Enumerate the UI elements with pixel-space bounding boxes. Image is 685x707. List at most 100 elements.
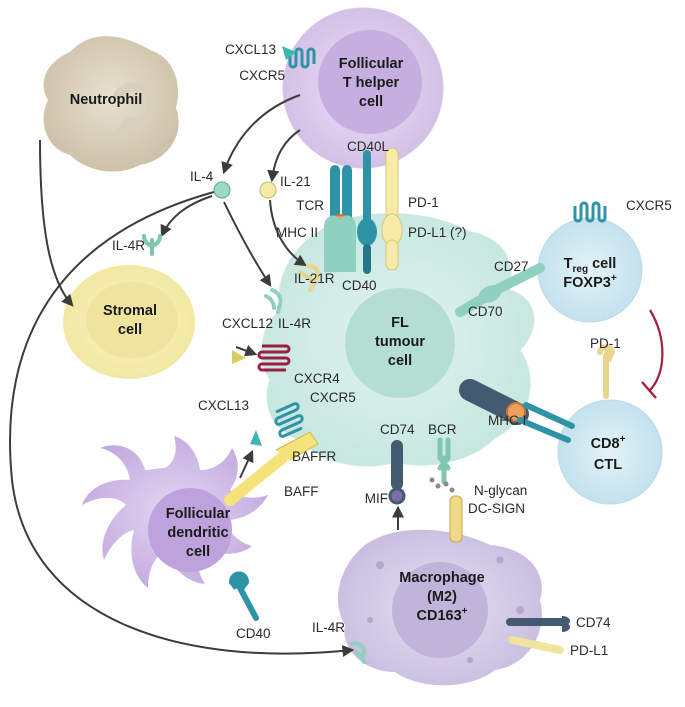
pdl1-mac-receptor	[508, 636, 564, 654]
fl-label-3: cell	[388, 353, 412, 369]
treg-label-line1: Treg cell	[564, 256, 617, 275]
mhc1-tcr-complex	[459, 379, 575, 443]
tfh-label-2: T helper	[343, 75, 400, 91]
arrow-il4-to-il4r-stromal	[160, 195, 213, 238]
dcsign-molecule	[449, 495, 463, 543]
glycan-dot-4	[449, 487, 455, 493]
arrow-il4-to-il4r-macrophage	[9, 191, 355, 657]
follicular-dendritic-cell: Follicular dendritic cell	[82, 436, 268, 588]
inhibition-bar	[641, 381, 657, 399]
cd40-fdc-receptor	[228, 571, 259, 621]
inhibition-treg-to-cd8	[649, 309, 664, 391]
label-mhc2: MHC II	[276, 225, 318, 240]
macrophage-granule-2	[496, 556, 504, 564]
cd8-plus: +	[620, 434, 626, 445]
cxcl13-fdc-ligand	[250, 430, 262, 446]
neutrophil: Neutrophil	[43, 36, 179, 172]
arrow-tfh-to-il21	[267, 129, 301, 183]
labels: CXCL13 CXCR5 CD40L IL-4 IL-21 TCR MHC II…	[112, 42, 672, 658]
fdc-nucleus	[148, 488, 232, 572]
cd40-bar	[363, 244, 371, 274]
tcr-mhc2-complex	[324, 165, 356, 272]
label-il4r-mac: IL-4R	[312, 620, 345, 635]
nglycan-dcsign	[429, 477, 463, 543]
label-cd40l: CD40L	[347, 139, 390, 154]
macrophage: Macrophage (M2) CD163+	[337, 529, 542, 686]
baff-baffr-complex	[224, 431, 319, 506]
arrow-il4-to-il4r-fl	[223, 201, 272, 288]
pdl1-bar	[385, 239, 399, 271]
label-cxcr5-fl: CXCR5	[310, 390, 356, 405]
cd74-mac-head	[562, 616, 570, 632]
arrow-tfh-to-il4	[221, 94, 301, 175]
fl-label-2: tumour	[375, 334, 425, 350]
cxcr4-receptor	[257, 344, 291, 372]
label-cxcr5-treg: CXCR5	[626, 198, 672, 213]
cxcr5-treg-receptor	[573, 201, 607, 223]
label-cd40-fdc: CD40	[236, 626, 271, 641]
neutrophil-membrane	[43, 36, 179, 172]
treg-cell: Treg cell FOXP3+	[537, 217, 643, 323]
tcr-bar-1	[330, 165, 340, 225]
cxcl13-tfh-ligand	[282, 46, 296, 60]
il4r-stromal-receptor	[142, 234, 162, 256]
tfh-cell: Follicular T helper cell	[282, 7, 444, 169]
arrow-cxcl12-to-fl	[235, 345, 258, 357]
label-dcsign: DC-SIGN	[468, 501, 525, 516]
treg-sub: reg	[573, 264, 589, 275]
il4r-mac-receptor	[350, 641, 367, 664]
label-cxcr4: CXCR4	[294, 371, 340, 386]
mif-molecule	[388, 487, 406, 505]
label-cxcr5-top: CXCR5	[239, 68, 285, 83]
fdc-label-2: dendritic	[167, 525, 228, 541]
antigen-peptide-mhc1	[506, 402, 526, 422]
treg-foxp3-plus: +	[611, 273, 617, 284]
bcr-receptor	[437, 437, 451, 485]
label-pd1-top: PD-1	[408, 195, 439, 210]
stromal-cell-nucleus	[86, 282, 178, 358]
cxcr5-fl-receptor	[274, 402, 304, 438]
macrophage-label-3: CD163+	[417, 606, 468, 624]
cd163-plus: +	[462, 606, 468, 617]
stromal-label-1: Stromal	[103, 303, 157, 319]
macrophage-granule-1	[376, 561, 384, 569]
label-cxcl12: CXCL12	[222, 316, 273, 331]
fl-tumour-cell: FL tumour cell	[261, 213, 535, 467]
cd163-text: CD163	[417, 608, 462, 624]
arrow-il21-to-il21r	[269, 199, 308, 267]
label-bcr: BCR	[428, 422, 457, 437]
baff-ligand	[224, 452, 288, 506]
cd27-cd70-complex	[455, 263, 545, 317]
pd1-cd8-receptor	[597, 344, 616, 399]
cd27-bar	[491, 263, 545, 295]
label-nglycan: N-glycan	[474, 483, 527, 498]
label-cd70: CD70	[468, 304, 503, 319]
neutrophil-label: Neutrophil	[70, 92, 143, 108]
treg-t: T	[564, 256, 573, 272]
cd74-mif-complex	[388, 440, 406, 505]
stromal-cell: Stromal cell	[63, 265, 195, 379]
label-pd1-cd8: PD-1	[590, 336, 621, 351]
label-baffr: BAFFR	[292, 449, 337, 464]
ctl-label: CTL	[594, 457, 622, 473]
glycan-dot-3	[443, 481, 449, 487]
il21-molecule	[259, 181, 277, 199]
il21r-receptor	[298, 264, 320, 292]
cd8-ctl-membrane	[557, 399, 663, 505]
label-cxcl13-top: CXCL13	[225, 42, 276, 57]
label-il21: IL-21	[280, 174, 311, 189]
arrow-neutrophil-to-stromal	[39, 139, 74, 307]
cd70-bar	[455, 293, 489, 317]
macrophage-nucleus	[392, 562, 488, 658]
label-cd40: CD40	[342, 278, 377, 293]
label-cd74-top: CD74	[380, 422, 415, 437]
cd8-label-line1: CD8+	[591, 434, 626, 452]
il4-molecule	[213, 181, 231, 199]
label-tcr: TCR	[296, 198, 324, 213]
baffr-receptor	[275, 431, 319, 461]
label-mif: MIF	[365, 491, 388, 506]
glycan-dot-2	[435, 483, 441, 489]
cd40l-head	[357, 218, 377, 246]
label-mhc1: MHC I	[488, 413, 526, 428]
